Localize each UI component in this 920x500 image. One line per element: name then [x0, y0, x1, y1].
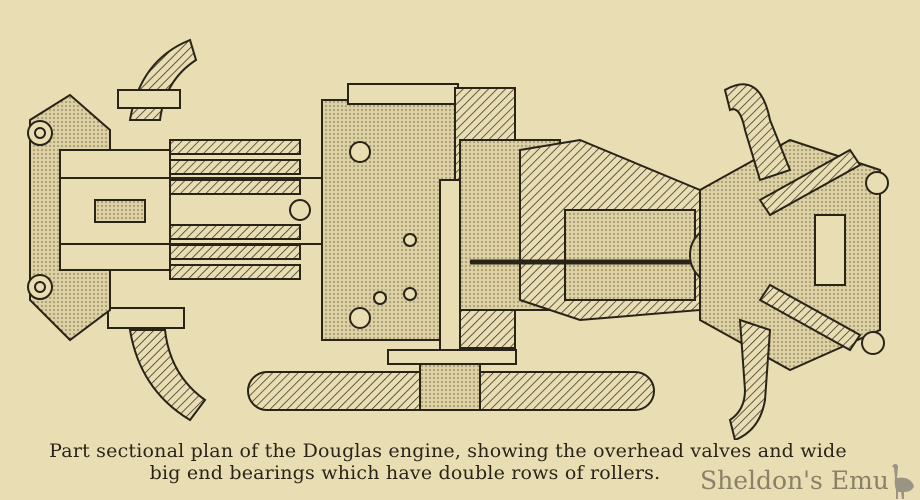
crankcase: [321, 99, 463, 341]
engine-sectional-drawing: [27, 38, 889, 440]
caption-line-2: big end bearings which have double rows …: [149, 462, 661, 484]
watermark-text: Sheldon's Emu: [700, 466, 889, 495]
spark-plug: [94, 199, 146, 223]
exhaust-pipe-left-bottom: [128, 329, 207, 422]
emu-logo-icon: [892, 464, 914, 499]
exhaust-pipe-right-bottom: [728, 318, 772, 440]
piston: [564, 209, 696, 301]
exhaust-pipe-right-top: [723, 83, 792, 182]
caption-line-1: Part sectional plan of the Douglas engin…: [49, 440, 847, 462]
